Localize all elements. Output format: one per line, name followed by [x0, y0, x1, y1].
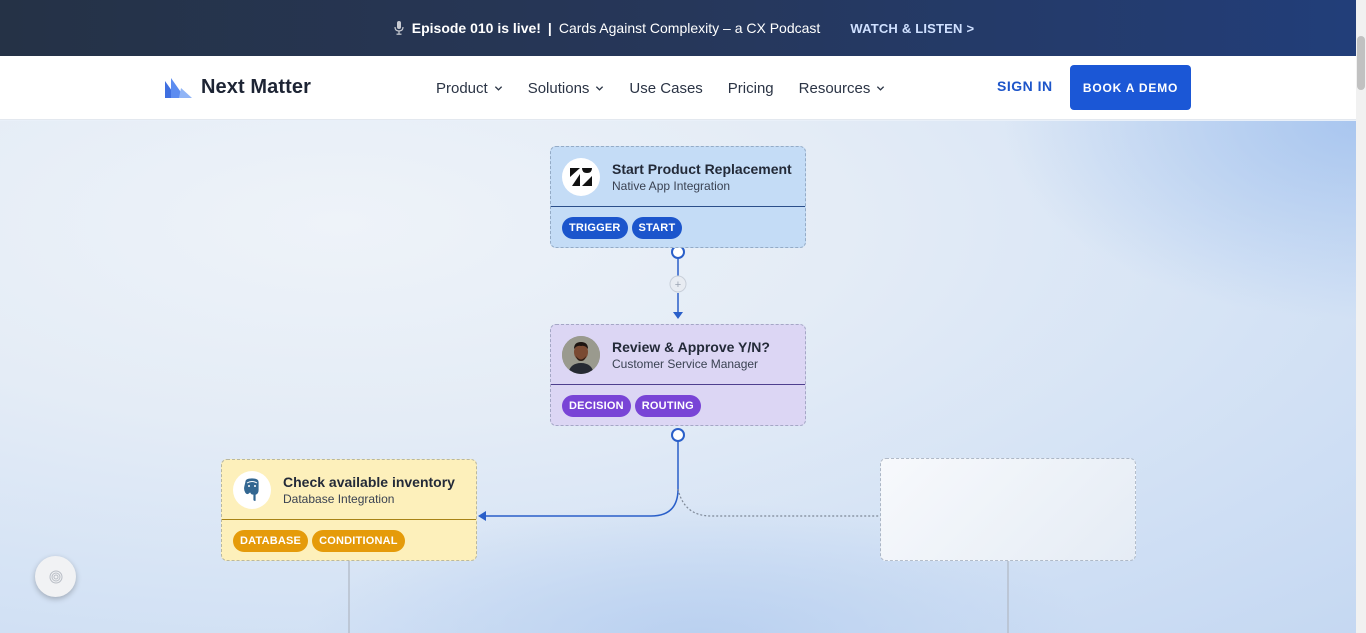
page-scrollbar[interactable] [1356, 0, 1366, 633]
badge-decision: DECISION [562, 395, 631, 417]
nav-item-solutions[interactable]: Solutions [528, 80, 605, 97]
nav-label: Product [436, 79, 488, 97]
card-subtitle: Customer Service Manager [612, 356, 759, 371]
workflow-connectors: + [348, 245, 1009, 633]
card-title: Check available inventory [283, 473, 455, 490]
badge-start: START [631, 217, 683, 239]
workflow-card-decision[interactable]: Review & Approve Y/N? Customer Service M… [550, 324, 806, 426]
badge-conditional: CONDITIONAL [312, 530, 405, 552]
badge-database: DATABASE [233, 530, 309, 552]
workflow-card-placeholder [880, 458, 1136, 561]
zendesk-icon [562, 157, 600, 196]
announcement-bar: Episode 010 is live! | Cards Against Com… [0, 0, 1366, 56]
site-header: Next Matter Product Solutions Use Cases … [0, 56, 1356, 120]
user-avatar [562, 335, 600, 374]
nav-label: Pricing [727, 79, 774, 97]
svg-text:+: + [675, 279, 681, 291]
scrollbar-thumb[interactable] [1357, 36, 1365, 90]
chevron-down-icon [596, 85, 604, 91]
workflow-hero: + Sta [0, 121, 1356, 633]
brand-name: Next Matter [201, 76, 312, 98]
nav-label: Solutions [527, 79, 590, 97]
separator: | [547, 20, 552, 36]
brand-logo[interactable]: Next Matter [165, 76, 311, 99]
next-matter-logo-icon [165, 77, 192, 98]
main-nav: Product Solutions Use Cases Pricing Reso… [436, 56, 910, 120]
chevron-down-icon [494, 85, 502, 91]
card-subtitle: Database Integration [283, 491, 395, 506]
badge-trigger: TRIGGER [562, 217, 628, 239]
episode-text: Episode 010 is live! [411, 20, 541, 36]
card-title: Review & Approve Y/N? [612, 338, 770, 355]
postgresql-icon [233, 470, 271, 509]
fingerprint-icon[interactable] [35, 556, 76, 597]
watch-listen-link[interactable]: WATCH & LISTEN > [850, 20, 975, 36]
workflow-card-trigger[interactable]: Start Product Replacement Native App Int… [550, 146, 806, 248]
badge-routing: ROUTING [634, 395, 701, 417]
book-demo-button[interactable]: BOOK A DEMO [1070, 65, 1191, 110]
workflow-card-database[interactable]: Check available inventory Database Integ… [221, 459, 477, 561]
nav-item-use-cases[interactable]: Use Cases [629, 80, 702, 97]
card-title: Start Product Replacement [612, 160, 792, 177]
microphone-icon [392, 20, 406, 36]
nav-item-resources[interactable]: Resources [799, 80, 886, 97]
nav-item-product[interactable]: Product [436, 80, 503, 97]
podcast-text: Cards Against Complexity – a CX Podcast [558, 20, 821, 36]
nav-item-pricing[interactable]: Pricing [728, 80, 774, 97]
chevron-down-icon [877, 85, 885, 91]
nav-label: Resources [798, 79, 871, 97]
background-glow [1000, 121, 1356, 321]
sign-in-link[interactable]: SIGN IN [997, 78, 1053, 94]
nav-label: Use Cases [629, 79, 703, 97]
card-subtitle: Native App Integration [612, 178, 731, 193]
